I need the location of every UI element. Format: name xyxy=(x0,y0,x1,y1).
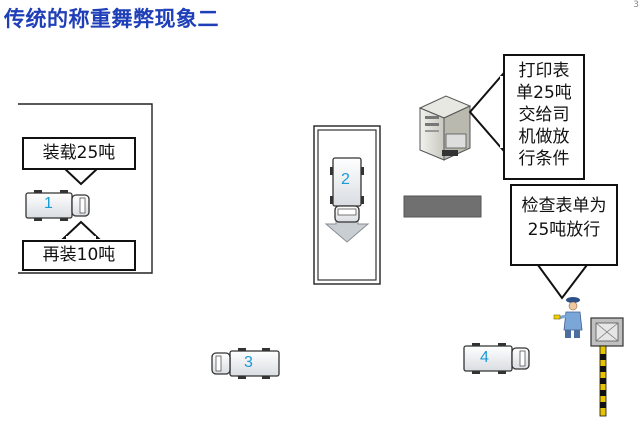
callout-print-line-3: 交给司 xyxy=(518,105,570,125)
traffic-guard-icon xyxy=(553,297,583,338)
truck-1-number: 1 xyxy=(44,195,53,212)
truck-2 xyxy=(330,157,364,223)
truck-3 xyxy=(211,348,280,379)
callout-load-25-text: 装载25吨 xyxy=(42,143,116,163)
callout-print-line-5: 行条件 xyxy=(518,149,570,169)
callout-reload-10: 再装10吨 xyxy=(22,240,136,271)
weighbridge-inner xyxy=(317,129,377,281)
server-computer-icon xyxy=(418,95,472,161)
truck-3-number: 3 xyxy=(244,354,253,371)
callout-print-line-2: 单25吨 xyxy=(516,83,572,103)
truck-1 xyxy=(25,190,90,221)
callout-reload-10-text: 再装10吨 xyxy=(42,245,116,265)
callout-load-25: 装载25吨 xyxy=(22,137,136,170)
callout-check-list: 检查表单为 25吨放行 xyxy=(510,184,618,266)
callout-print-line-1: 打印表 xyxy=(518,61,570,81)
loading-bay-bracket xyxy=(18,103,153,274)
callout-tail-load xyxy=(61,167,101,186)
callout-check-line-1: 检查表单为 xyxy=(521,196,607,216)
truck-4 xyxy=(463,343,530,374)
page-title: 传统的称重舞弊现象二 xyxy=(4,7,219,31)
barrier-gate xyxy=(590,317,624,417)
callout-tail-print xyxy=(468,71,504,153)
truck-4-number: 4 xyxy=(480,349,489,366)
scale-display-bar xyxy=(403,195,482,218)
callout-print-list: 打印表 单25吨 交给司 机做放 行条件 xyxy=(503,54,585,180)
page-corner-mark: 3 xyxy=(633,0,639,10)
callout-print-line-4: 机做放 xyxy=(518,127,570,147)
truck-2-number: 2 xyxy=(341,171,350,188)
callout-tail-reload xyxy=(61,220,101,239)
callout-check-line-2: 25吨放行 xyxy=(527,220,601,240)
callout-tail-check xyxy=(533,260,593,300)
